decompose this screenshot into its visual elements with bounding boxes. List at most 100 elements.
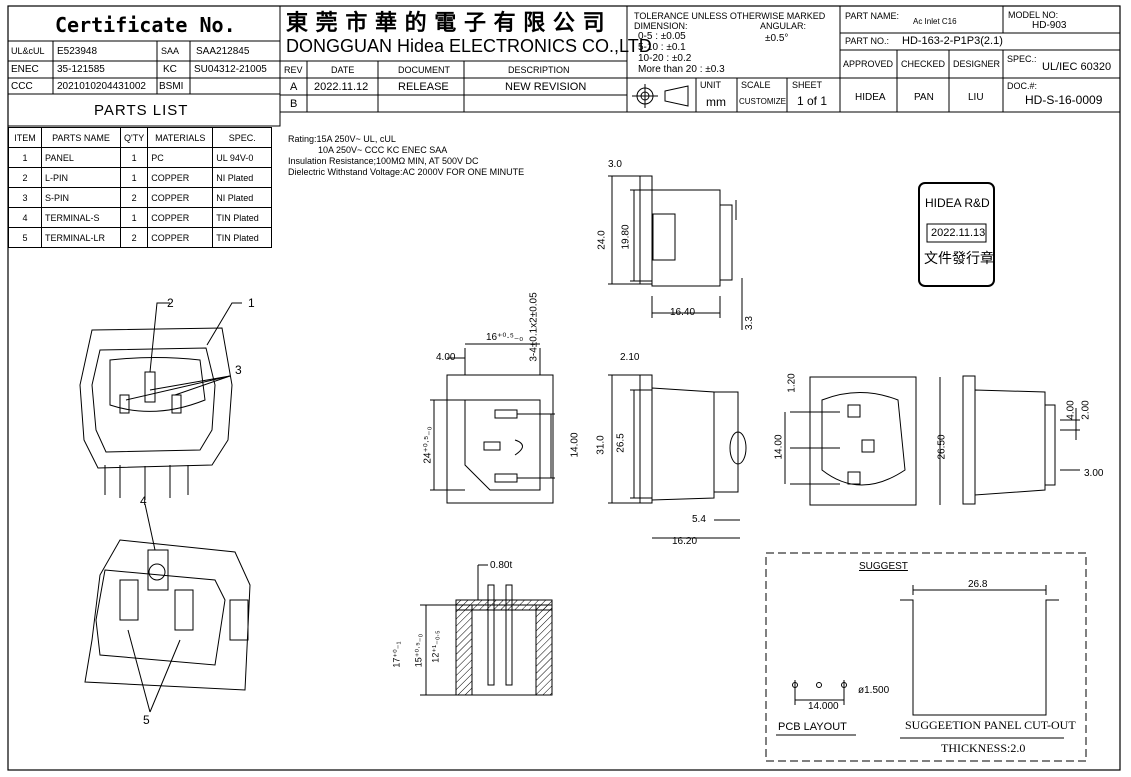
- table-cell: TERMINAL-LR: [41, 227, 121, 248]
- suggest-title: SUGGEST: [859, 561, 908, 572]
- cert-org: BSMI: [159, 81, 184, 92]
- table-row: 4 TERMINAL-S 1 COPPER TIN Plated: [8, 207, 273, 228]
- sheet-value: 1 of 1: [797, 94, 828, 108]
- stamp-seal-text: 文件發行章: [924, 251, 994, 267]
- pcb-layout-label: PCB LAYOUT: [778, 721, 847, 733]
- designer-label: DESIGNER: [953, 59, 1001, 69]
- rear-view: [784, 376, 941, 506]
- scale-value: CUSTOMIZE: [739, 97, 786, 106]
- parts-list-table: ITEM PARTS NAME Q'TY MATERIALS SPEC. 1 P…: [8, 127, 273, 248]
- cert-org: KC: [163, 64, 177, 75]
- dimension-label: 16.20: [672, 536, 698, 547]
- table-cell: COPPER: [147, 227, 214, 248]
- dimension-label: 17⁺⁰₋₁: [391, 641, 402, 668]
- front-view: [430, 343, 555, 504]
- table-cell: PC: [147, 147, 214, 168]
- tolerance-angular: ANGULAR:: [760, 21, 807, 31]
- tolerance-title: TOLERANCE UNLESS OTHERWISE MARKED: [634, 11, 826, 21]
- table-header-row: ITEM PARTS NAME Q'TY MATERIALS SPEC.: [8, 127, 273, 148]
- rev-document: RELEASE: [398, 81, 449, 93]
- dimension-label: 26.5: [615, 433, 627, 453]
- table-cell: 1: [119, 207, 149, 228]
- certificate-title: Certificate No.: [55, 13, 236, 37]
- panel-cut-out: [900, 585, 1064, 739]
- tolerance-angular-value: ±0.5°: [765, 33, 789, 44]
- checked-by: PAN: [914, 92, 934, 103]
- callout-2: 2: [167, 296, 174, 310]
- company-name-english: DONGGUAN Hidea ELECTRONICS CO.,LTD: [286, 36, 652, 56]
- table-cell: TIN Plated: [212, 227, 273, 248]
- dimension-label: 3.0: [608, 159, 622, 170]
- rev-description: NEW REVISION: [505, 81, 587, 93]
- part-no-label: PART NO.:: [845, 36, 890, 46]
- doc-number: HD-S-16-0009: [1025, 93, 1103, 107]
- callout-4: 4: [140, 494, 147, 508]
- stamp-title: HIDEA R&D: [925, 196, 990, 210]
- table-cell: NI Plated: [212, 167, 273, 188]
- table-cell: 1: [119, 147, 149, 168]
- thickness-label: THICKNESS:2.0: [941, 741, 1026, 755]
- side-view-middle: [608, 374, 747, 539]
- table-cell: UL 94V-0: [212, 147, 273, 168]
- part-number: HD-163-2-P1P3(2.1): [902, 35, 1003, 47]
- stamp-date: 2022.11.13: [931, 227, 986, 239]
- table-cell: NI Plated: [212, 187, 273, 208]
- date-header: DATE: [331, 65, 355, 75]
- cutout-width: 26.8: [968, 579, 988, 590]
- cert-org: CCC: [11, 81, 33, 92]
- table-cell: COPPER: [147, 167, 214, 188]
- table-row: 1 PANEL 1 PC UL 94V-0: [8, 147, 273, 168]
- dimension-label: 3.3: [743, 316, 755, 330]
- table-cell: COPPER: [147, 187, 214, 208]
- rating-line: 10A 250V~ CCC KC ENEC SAA: [318, 145, 448, 155]
- spec-label: SPEC.:: [1007, 54, 1037, 64]
- cert-number: E523948: [57, 46, 98, 57]
- callout-3: 3: [235, 363, 242, 377]
- cert-number: SU04312-21005: [194, 64, 267, 75]
- dimension-label: 12⁺¹₋₀.₅: [430, 630, 441, 663]
- dimension-label: 14.00: [773, 434, 785, 460]
- dimension-label: 5.4: [692, 514, 706, 525]
- approved-by: HIDEA: [855, 92, 886, 103]
- table-cell: PANEL: [41, 147, 121, 168]
- column-header: SPEC.: [212, 127, 273, 148]
- cert-number: 35-121585: [57, 64, 105, 75]
- table-cell: 2: [119, 227, 149, 248]
- designed-by: LIU: [968, 92, 984, 103]
- column-header: Q'TY: [119, 127, 149, 148]
- dimension-label: 3-4±0.1x2±0.05: [528, 292, 540, 362]
- part-name-label: PART NAME:: [845, 11, 900, 21]
- tolerance-row: More than 20 : ±0.3: [638, 64, 725, 75]
- table-cell: S-PIN: [41, 187, 121, 208]
- rating-line: Rating:15A 250V~ UL, cUL: [288, 134, 396, 144]
- dimension-label: 15⁺⁰·⁵₋₀: [413, 633, 424, 668]
- dimension-label: 4.00: [436, 352, 456, 363]
- table-row: 2 L-PIN 1 COPPER NI Plated: [8, 167, 273, 188]
- unit-label: UNIT: [700, 80, 721, 90]
- table-cell: L-PIN: [41, 167, 121, 188]
- table-cell: TERMINAL-S: [41, 207, 121, 228]
- table-cell: 5: [8, 227, 42, 248]
- table-cell: TIN Plated: [212, 207, 273, 228]
- panel-cutout-label: SUGGEETION PANEL CUT-OUT: [905, 718, 1076, 732]
- callout-1: 1: [248, 296, 255, 310]
- table-cell: COPPER: [147, 207, 214, 228]
- tolerance-row: 0-5 : ±0.05: [638, 31, 686, 42]
- column-header: MATERIALS: [147, 127, 214, 148]
- dimension-label: 0.80t: [490, 560, 513, 571]
- rev-header: REV: [284, 65, 303, 75]
- scale-label: SCALE: [741, 80, 771, 90]
- unit-value: mm: [706, 95, 726, 109]
- dielectric-voltage: Dielectric Withstand Voltage:AC 2000V FO…: [288, 167, 525, 177]
- model-label: MODEL NO:: [1008, 10, 1059, 20]
- spec-value: UL/IEC 60320: [1042, 61, 1112, 73]
- insulation-resistance: Insulation Resistance;100MΩ MIN, AT 500V…: [288, 156, 479, 166]
- column-header: PARTS NAME: [41, 127, 121, 148]
- dimension-label: 14.00: [569, 432, 581, 458]
- parts-list-title: PARTS LIST: [94, 102, 189, 119]
- dimension-label: 24⁺⁰·⁵₋₀: [422, 426, 434, 464]
- cert-number: SAA212845: [196, 46, 250, 57]
- dimension-label: 4.00: [1065, 400, 1077, 420]
